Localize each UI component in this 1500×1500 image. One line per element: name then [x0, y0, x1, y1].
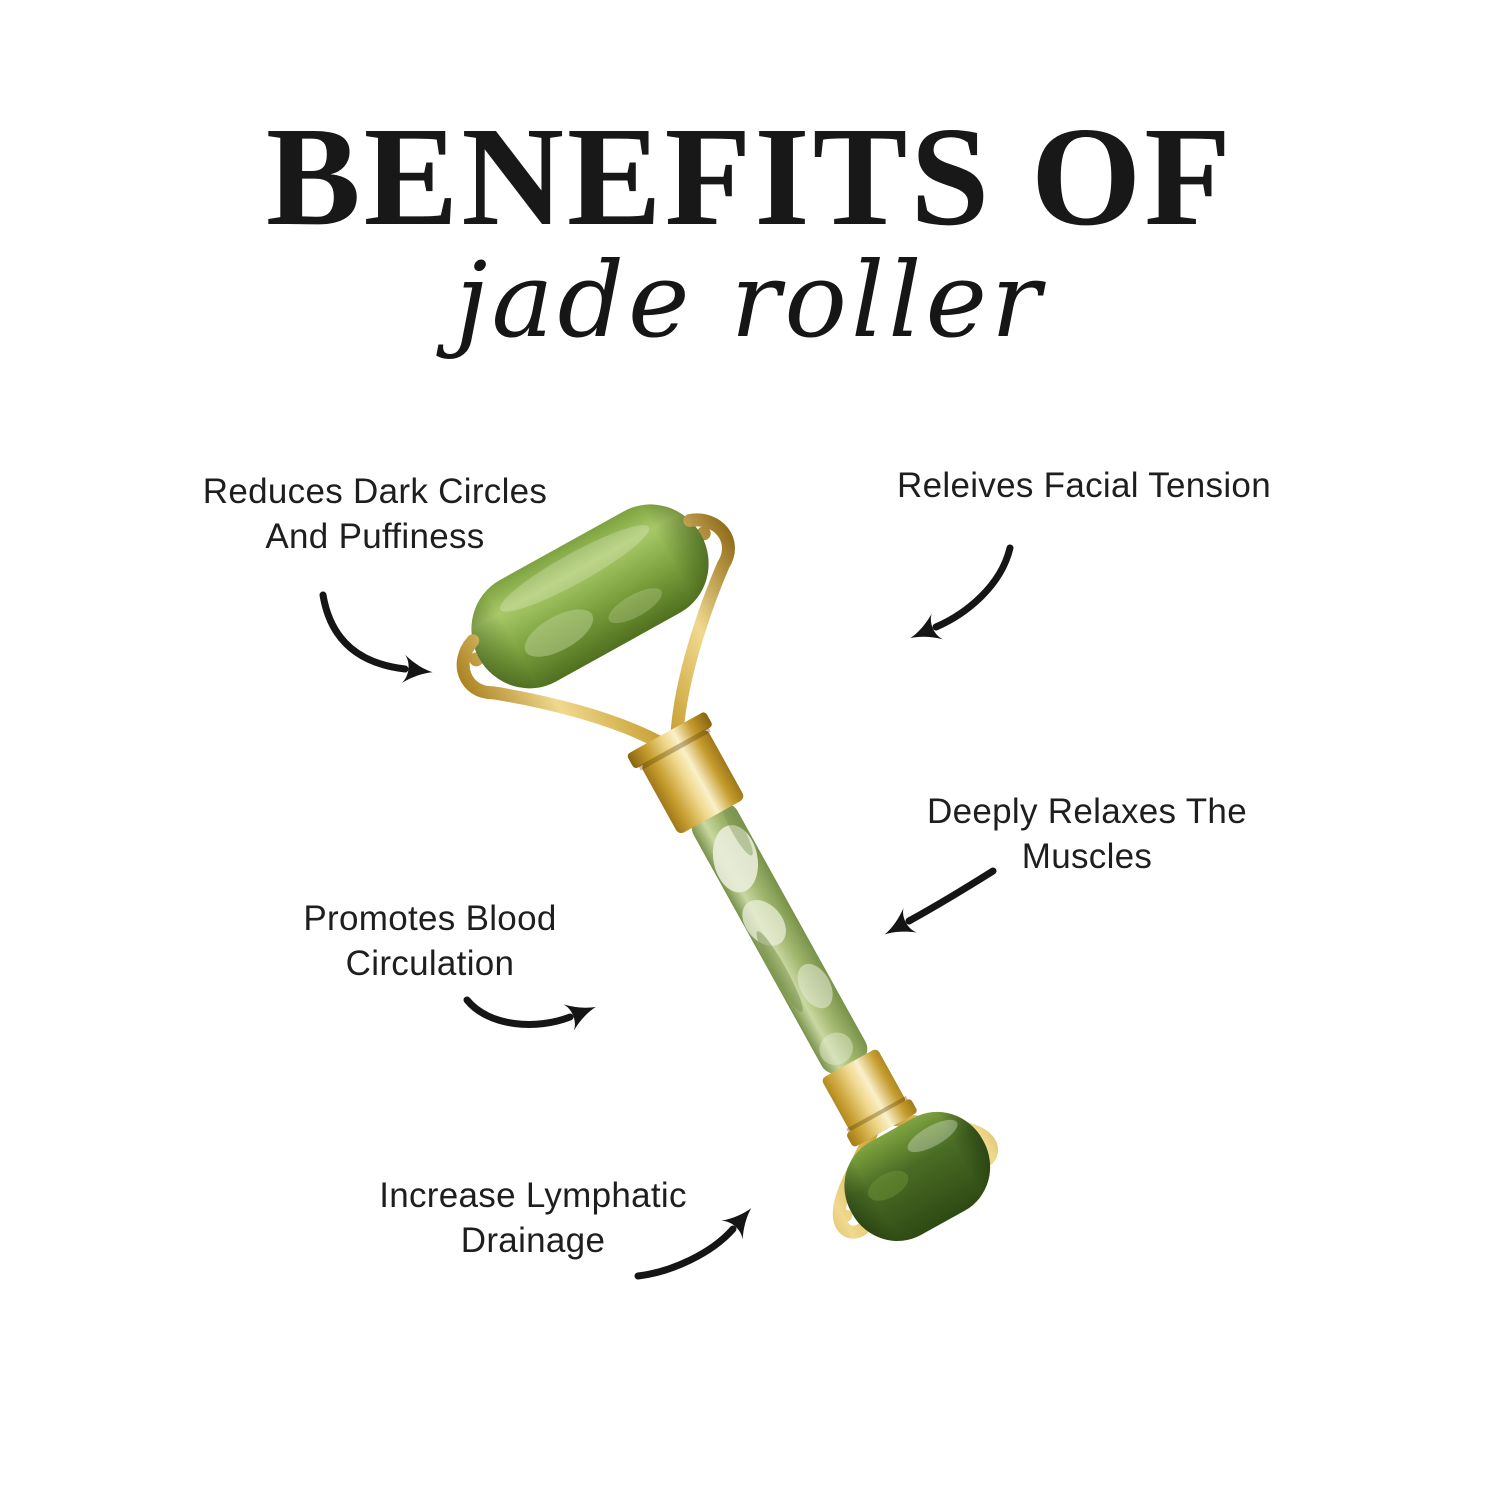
benefit-line: Increase Lymphatic	[379, 1176, 687, 1215]
roller-handle	[691, 802, 868, 1074]
benefit-label-relieves-facial-tension: Releives Facial Tension	[897, 463, 1271, 508]
curved-arrow-icon-relieves-facial-tension	[910, 544, 1014, 640]
curved-arrow-icon-increase-lymphatic-drainage	[634, 1208, 752, 1280]
page-title: BENEFITS OF	[265, 97, 1235, 255]
benefit-line: Releives Facial Tension	[897, 466, 1271, 505]
benefit-line: Reduces Dark Circles	[202, 472, 548, 511]
benefit-line: Muscles	[1021, 837, 1153, 876]
roller-collar-bottom	[822, 1049, 917, 1147]
roller-stone-small	[844, 1111, 991, 1241]
benefit-line: Promotes Blood	[303, 899, 557, 938]
benefit-line: Circulation	[345, 944, 515, 983]
curved-arrow-icon-reduces-dark-circles	[319, 591, 433, 683]
benefit-line: Deeply Relaxes The	[927, 792, 1247, 831]
roller-stone-large	[471, 504, 709, 689]
roller-fork-top	[456, 513, 735, 749]
curved-arrow-icon-promotes-blood-circulation	[463, 996, 596, 1031]
curved-arrow-icon-deeply-relaxes-muscles	[884, 867, 997, 935]
page-subtitle: jade roller	[455, 239, 1045, 361]
benefit-label-deeply-relaxes-muscles: Deeply Relaxes The Muscles	[927, 789, 1247, 879]
benefit-arrows	[319, 544, 1014, 1280]
benefit-label-reduces-dark-circles: Reduces Dark Circles And Puffiness	[203, 469, 547, 559]
benefit-label-increase-lymphatic-drainage: Increase Lymphatic Drainage	[379, 1173, 687, 1263]
benefit-line: And Puffiness	[265, 517, 485, 556]
benefit-label-promotes-blood-circulation: Promotes Blood Circulation	[303, 896, 556, 986]
benefit-line: Drainage	[460, 1221, 606, 1260]
roller-collar-top	[627, 712, 744, 834]
jade-roller-illustration	[456, 504, 998, 1241]
